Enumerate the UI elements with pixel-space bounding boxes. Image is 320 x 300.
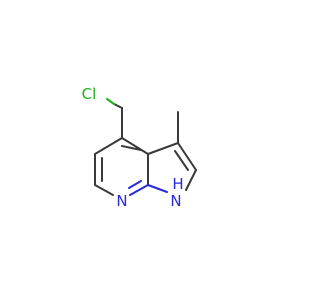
chemical-structure: Cl N N H	[82, 85, 197, 210]
bond-c3-c2-inner	[174, 150, 189, 171]
bond-c3-c2	[177, 142, 197, 171]
pyridine-nitrogen-label: N	[116, 192, 127, 210]
pyrrole-nitrogen-label: N	[170, 192, 181, 210]
bond-n7-c7a	[129, 184, 149, 196]
substituents	[106, 98, 179, 144]
bond-c3a-c4-inner	[121, 145, 142, 151]
bond-c6-n7	[94, 184, 114, 196]
bond-c2-n1	[185, 169, 197, 191]
bond-c3a-c4	[121, 137, 149, 155]
pyrrole-ring	[147, 142, 197, 193]
chlorine-label: Cl	[82, 85, 97, 103]
bond-c3a-c3	[147, 142, 179, 155]
pyridine-ring	[94, 137, 149, 196]
bond-ch2-cl	[113, 103, 123, 109]
bond-n7-c7a-inner	[128, 180, 142, 189]
bond-c4-c5	[94, 137, 123, 155]
pyrrole-hydrogen-label: H	[172, 175, 183, 193]
bond-n1-c7a	[147, 184, 168, 193]
bond-ch2-cl-green	[106, 98, 115, 105]
